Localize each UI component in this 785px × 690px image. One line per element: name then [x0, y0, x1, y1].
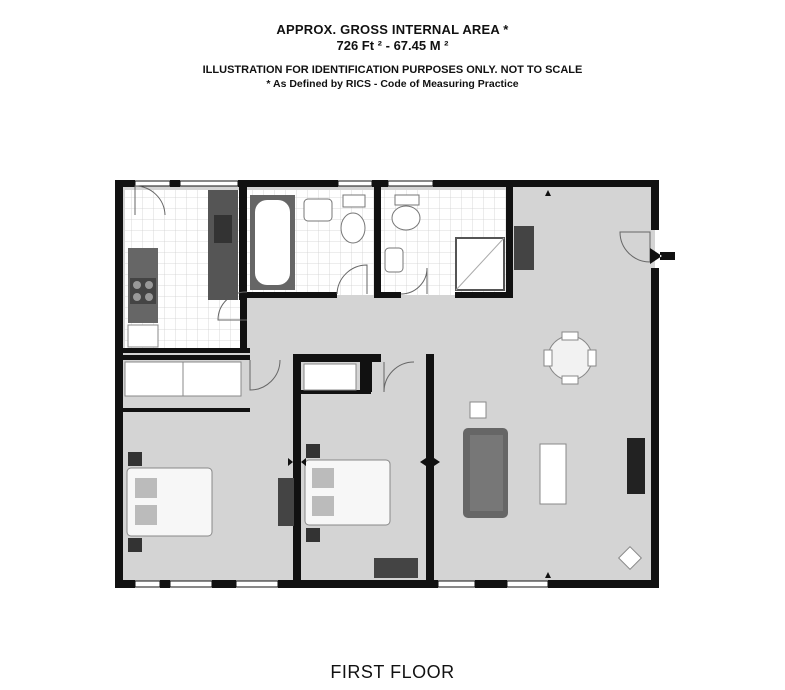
floor-plan	[115, 180, 675, 588]
tv-icon	[627, 438, 645, 494]
windows	[134, 180, 549, 588]
kitchen	[127, 190, 238, 348]
sink-icon	[384, 247, 404, 273]
dining-table-icon	[547, 335, 593, 381]
toilet-icon	[340, 212, 366, 244]
markers	[288, 190, 551, 578]
sink-icon	[303, 198, 333, 222]
ensuite	[384, 194, 534, 291]
bedroom-1	[126, 452, 294, 552]
bathroom	[250, 194, 366, 290]
toilet-icon	[391, 205, 421, 231]
interior-walls	[120, 180, 513, 588]
sink-icon	[214, 215, 232, 243]
disclaimer-text: ILLUSTRATION FOR IDENTIFICATION PURPOSES…	[202, 64, 583, 76]
floor-label: FIRST FLOOR	[330, 662, 455, 682]
outer-walls	[115, 180, 659, 588]
wardrobes	[124, 361, 357, 397]
area-title: APPROX. GROSS INTERNAL AREA *	[276, 22, 509, 37]
living-room	[463, 331, 645, 571]
area-value: 726 Ft ² - 67.45 M ²	[336, 38, 449, 53]
bedroom-2	[304, 444, 418, 578]
lamp-icon	[469, 401, 487, 419]
door-swing-icon	[134, 185, 651, 393]
hob-icon	[130, 278, 156, 304]
entrance-arrow-icon	[650, 248, 675, 264]
rics-definition-text: * As Defined by RICS - Code of Measuring…	[266, 78, 519, 90]
